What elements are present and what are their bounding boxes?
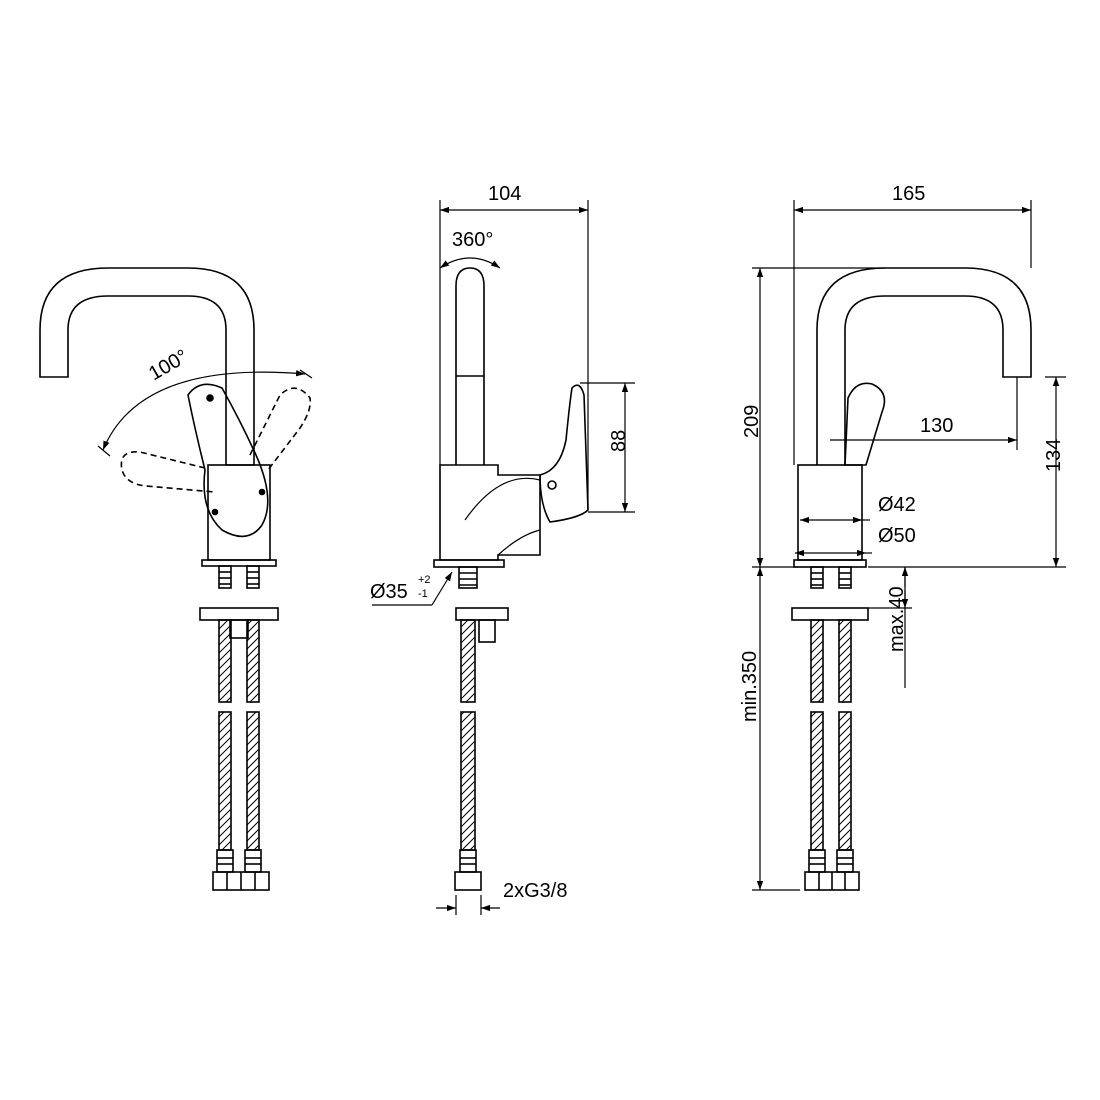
ghost-lever-right xyxy=(249,387,312,471)
side-view xyxy=(433,267,589,891)
thread-label: 2xG3/8 xyxy=(503,880,567,902)
tolerance-plus: +2 xyxy=(418,574,431,586)
ghost-lever-left xyxy=(120,451,216,493)
front-lever xyxy=(187,383,269,538)
max-deck-label: max.40 xyxy=(886,586,908,652)
lever-height-label: 88 xyxy=(608,430,630,452)
right-view xyxy=(791,267,1032,891)
front-spout xyxy=(39,267,255,466)
min-hose-label: min.350 xyxy=(739,651,761,722)
right-lever xyxy=(844,382,886,466)
body-diameter-50-label: Ø50 xyxy=(878,525,916,547)
lever-angle-label: 100° xyxy=(145,346,192,386)
tolerance-minus: -1 xyxy=(418,588,428,600)
side-dimensions xyxy=(372,200,635,915)
right-body xyxy=(797,464,863,561)
spout-height-label: 134 xyxy=(1043,439,1065,472)
reach-label: 130 xyxy=(920,415,953,437)
right-spout xyxy=(816,267,1032,465)
rotation-label: 360° xyxy=(452,229,493,251)
right-dimensions xyxy=(752,200,1066,891)
right-width-label: 165 xyxy=(892,183,925,205)
side-body xyxy=(439,464,541,561)
front-view xyxy=(39,267,313,891)
total-height-label: 209 xyxy=(741,405,763,438)
body-diameter-42-label: Ø42 xyxy=(878,494,916,516)
side-width-label: 104 xyxy=(488,183,521,205)
side-spout xyxy=(455,267,485,465)
side-lever xyxy=(539,384,589,523)
pipe-diameter-label: Ø35 xyxy=(370,581,408,603)
